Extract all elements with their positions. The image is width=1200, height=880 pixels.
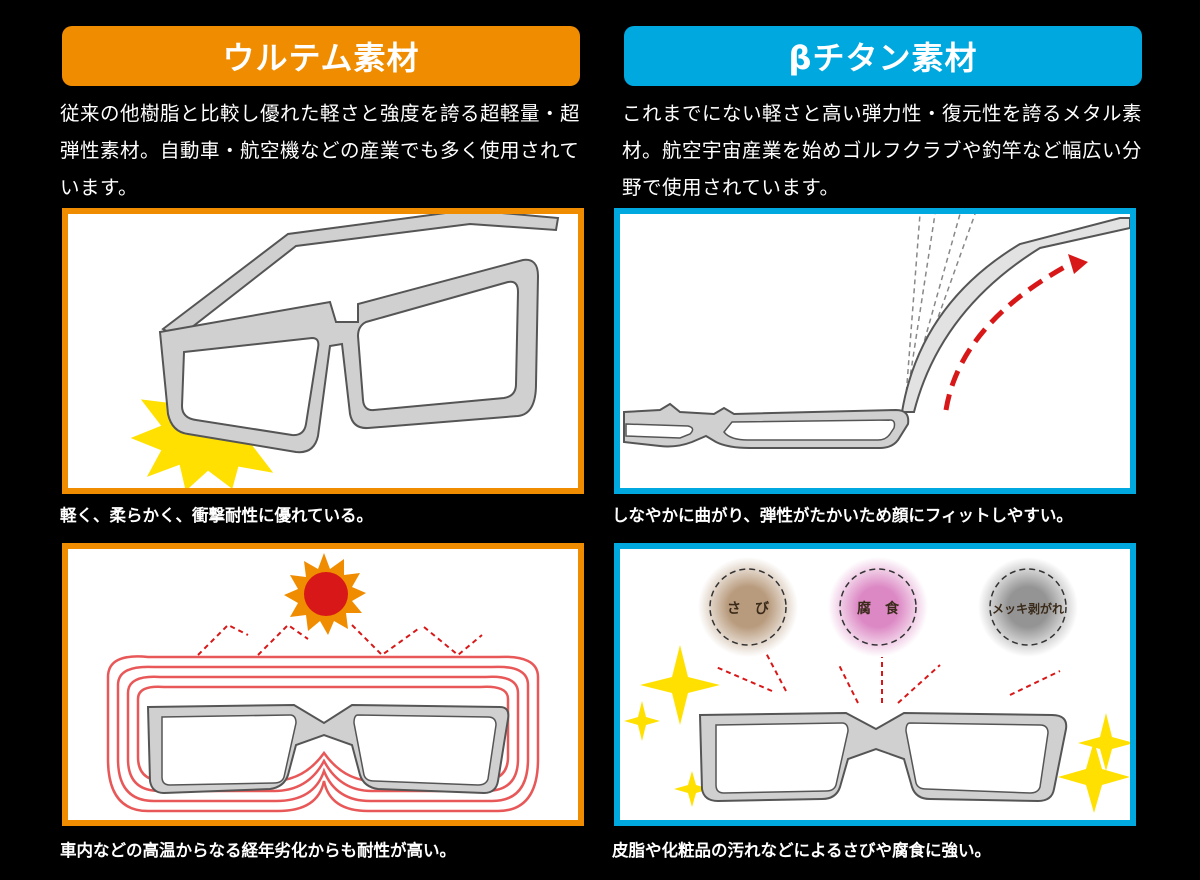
corrosion-badge: 腐 食 bbox=[828, 557, 928, 657]
beta-caption-bottom: 皮脂や化粧品の汚れなどによるさびや腐食に強い。 bbox=[612, 841, 992, 860]
beta-titanium-title: βチタン素材 bbox=[624, 26, 1142, 86]
bend-guide-lines bbox=[904, 214, 976, 411]
sparkle-icon bbox=[1078, 713, 1130, 771]
sun-icon bbox=[284, 553, 366, 635]
rust-badge: さ び bbox=[698, 557, 798, 657]
heat-ray-arrows bbox=[197, 623, 483, 657]
heat-illustration bbox=[106, 553, 540, 813]
bent-temple-arm bbox=[900, 217, 1130, 413]
corrosion-illustration-panel: さ び 腐 食 メッキ剥がれ bbox=[614, 543, 1136, 826]
ultem-description: 従来の他樹脂と比較し優れた軽さと強度を誇る超軽量・超弾性素材。自動車・航空機など… bbox=[60, 102, 581, 199]
side-lens-left bbox=[625, 423, 694, 439]
impact-illustration-panel bbox=[62, 208, 584, 494]
bend-illustration bbox=[623, 214, 1130, 449]
bend-illustration-panel bbox=[614, 208, 1136, 494]
right-lens bbox=[356, 280, 520, 412]
sparkle-icon bbox=[674, 771, 710, 807]
left-lens bbox=[180, 336, 320, 437]
sparkle-icon bbox=[1058, 741, 1130, 813]
bend-direction-arrow bbox=[943, 261, 1072, 411]
ultem-caption-bottom: 車内などの高温からなる経年劣化からも耐性が高い。 bbox=[60, 841, 456, 860]
corrosion-label: 腐 食 bbox=[857, 600, 900, 617]
right-lens-titanium bbox=[905, 722, 1049, 794]
left-lens-front bbox=[161, 714, 297, 786]
bend-arrow-head-icon bbox=[1068, 254, 1088, 274]
heat-illustration-panel bbox=[62, 543, 584, 826]
temple-arm bbox=[161, 214, 560, 340]
plating-peel-badge: メッキ剥がれ bbox=[978, 557, 1078, 657]
ultem-title: ウルテム素材 bbox=[62, 26, 580, 86]
ultem-caption-top: 軽く、柔らかく、衝撃耐性に優れている。 bbox=[60, 506, 374, 525]
corrosion-illustration: さ び 腐 食 メッキ剥がれ bbox=[624, 557, 1130, 813]
left-lens-titanium bbox=[715, 722, 849, 794]
rust-label: さ び bbox=[727, 601, 770, 617]
impact-illustration bbox=[130, 214, 560, 488]
side-lens bbox=[723, 419, 896, 441]
right-lens-front bbox=[353, 714, 497, 786]
sparkle-icon bbox=[624, 701, 660, 741]
beta-titanium-description: これまでにない軽さと高い弾力性・復元性を誇るメタル素材。航空宇宙産業を始めゴルフ… bbox=[622, 102, 1143, 199]
plating-peel-label: メッキ剥がれ bbox=[992, 601, 1064, 616]
beta-caption-top: しなやかに曲がり、弾性がたかいため顔にフィットしやすい。 bbox=[612, 506, 1073, 525]
sparkle-icon bbox=[640, 645, 720, 725]
deflect-arrows bbox=[715, 652, 1061, 704]
sparkle-icons bbox=[624, 645, 1130, 813]
